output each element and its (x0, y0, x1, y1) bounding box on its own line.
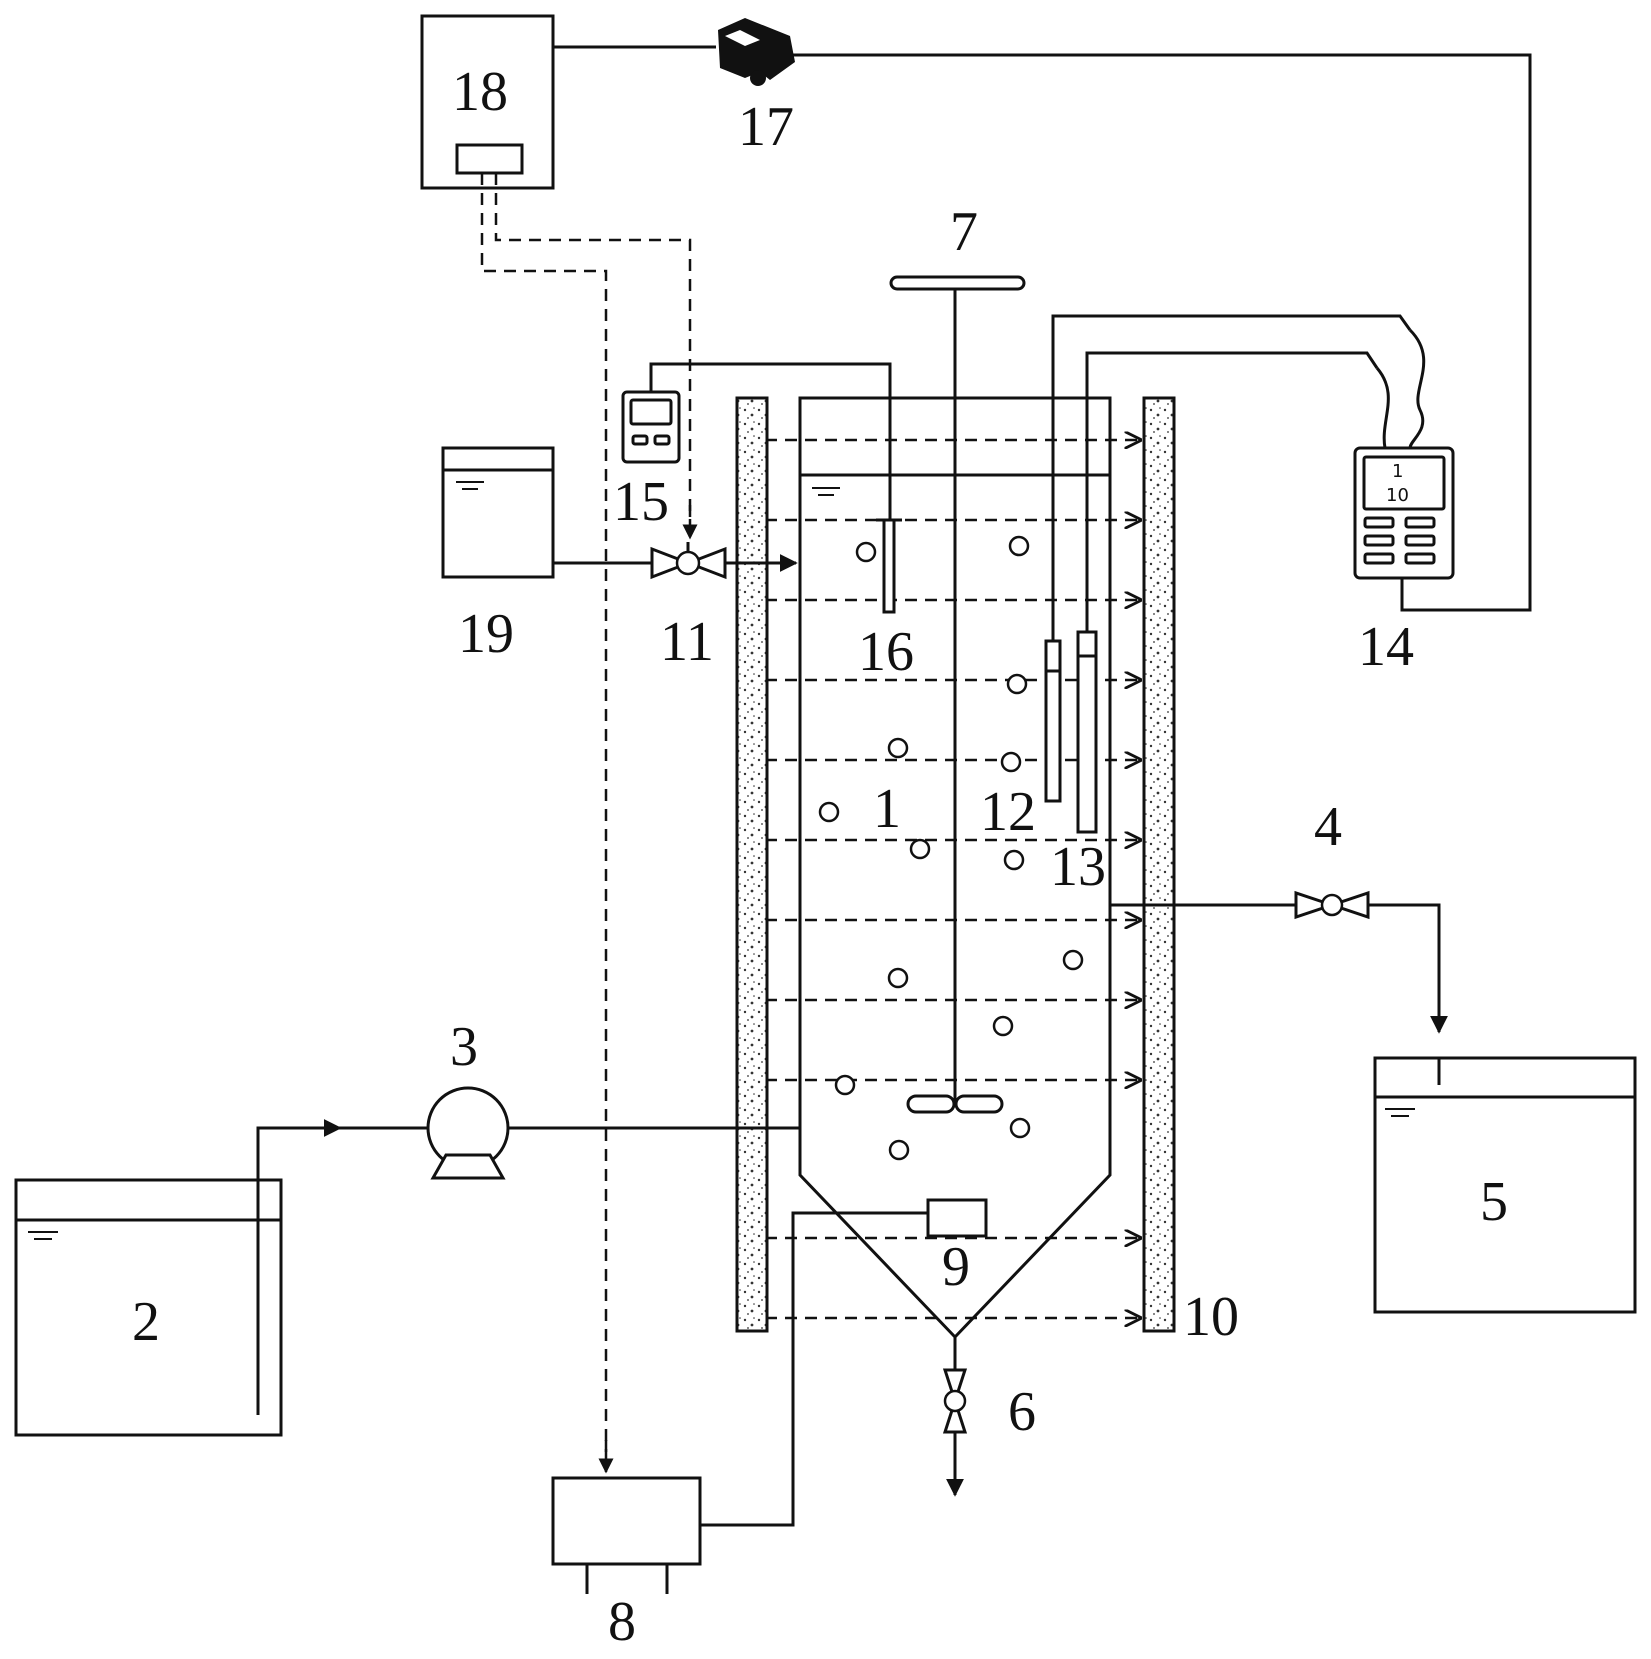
sensor-probe (876, 518, 902, 614)
label-pump: 3 (450, 1016, 478, 1078)
label-heater: 9 (942, 1236, 970, 1298)
water-jacket-right-wall (1142, 396, 1176, 1333)
label-drain-valve: 6 (1008, 1381, 1036, 1443)
label-outlet-valve: 4 (1314, 796, 1342, 858)
label-computer: 18 (452, 61, 508, 123)
label-chemical-tank: 19 (458, 603, 514, 665)
label-controller-unit: 15 (613, 471, 669, 533)
meter-screen-line2: 10 (1386, 485, 1409, 506)
label-sensor: 16 (858, 621, 914, 683)
pump (426, 1086, 510, 1180)
stirrer (889, 275, 1026, 1114)
label-feed-tank: 2 (132, 1291, 160, 1353)
camera-icon (718, 18, 795, 86)
computer (420, 14, 716, 190)
probe-b (1076, 351, 1390, 834)
meter: 1 10 (790, 53, 1532, 612)
effluent-line (1110, 890, 1448, 1034)
label-stirrer: 7 (950, 201, 978, 263)
probe-a (1044, 314, 1426, 803)
label-camera: 17 (738, 96, 794, 158)
controller-unit (621, 362, 892, 520)
label-water-jacket: 10 (1183, 1286, 1239, 1348)
effluent-tank (1373, 1056, 1637, 1314)
label-probe-b: 13 (1050, 836, 1106, 898)
meter-screen-line1: 1 (1392, 461, 1403, 482)
jacket-heat-flow-lines (765, 440, 1140, 1318)
component-labels: 1 2 3 4 5 6 7 8 9 10 11 12 13 14 15 16 1… (132, 61, 1508, 1653)
label-probe-a: 12 (980, 781, 1036, 843)
label-meter: 14 (1358, 616, 1414, 678)
water-jacket-left-wall (735, 396, 769, 1333)
heater (700, 1198, 988, 1527)
label-heater-controller: 8 (608, 1591, 636, 1653)
control-signal-lines (480, 173, 698, 1474)
feed-tank (14, 1178, 283, 1437)
label-effluent-tank: 5 (1480, 1171, 1508, 1233)
feed-line (256, 1119, 800, 1415)
label-dosing-valve: 11 (660, 611, 714, 673)
label-reactor: 1 (873, 778, 901, 840)
heater-controller-box (551, 1476, 702, 1594)
drain-valve (942, 1337, 968, 1497)
dosing-line (553, 542, 798, 580)
chemical-tank (441, 446, 555, 579)
granule-bubbles (818, 535, 1084, 1161)
